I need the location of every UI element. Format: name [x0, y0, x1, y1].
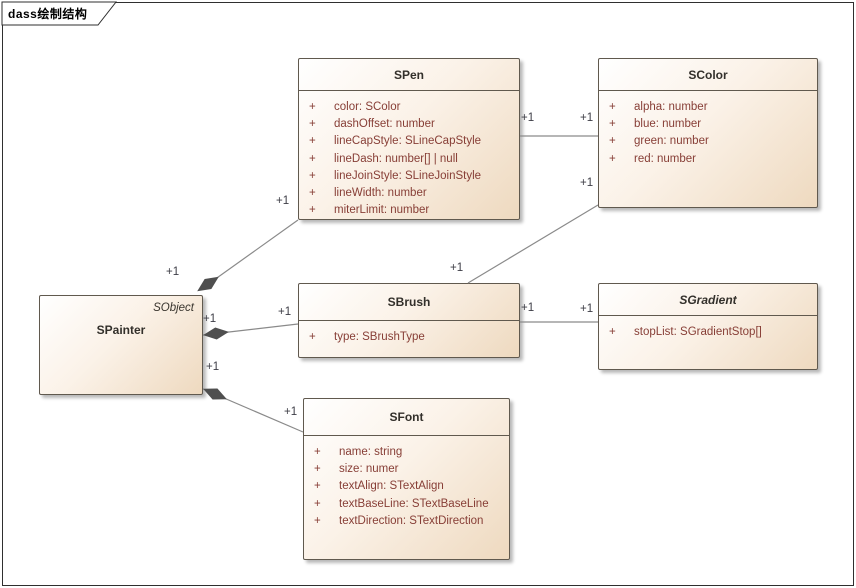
attribute-text: lineJoinStyle: SLineJoinStyle: [334, 169, 482, 182]
attribute-text: name: string: [339, 445, 403, 458]
stereotype-label: SObject: [153, 302, 194, 314]
attribute-row: + lineDash: number[] | null: [299, 150, 519, 167]
visibility-marker: +: [314, 514, 321, 527]
multiplicity-label[interactable]: +1: [521, 112, 535, 124]
attribute-text: textBaseLine: STextBaseLine: [339, 497, 489, 510]
attribute-text: dashOffset: number: [334, 117, 435, 130]
visibility-marker: +: [309, 330, 316, 343]
class-box-spainter[interactable]: SObject SPainter: [39, 295, 203, 395]
multiplicity-label[interactable]: +1: [276, 195, 290, 207]
attribute-text: textAlign: STextAlign: [339, 480, 444, 493]
visibility-marker: +: [309, 135, 316, 148]
attribute-row: + lineJoinStyle: SLineJoinStyle: [299, 167, 519, 184]
frame-tab: [1, 1, 118, 26]
visibility-marker: +: [309, 100, 316, 113]
multiplicity-label[interactable]: +1: [580, 177, 594, 189]
attribute-row: + type: SBrushType: [299, 328, 519, 345]
attribute-row: + alpha: number: [599, 98, 817, 115]
attribute-compartment: + stopList: SGradientStop[]: [599, 316, 817, 340]
visibility-marker: +: [309, 204, 316, 217]
attribute-compartment: + color: SColor + dashOffset: number + line…: [299, 91, 519, 219]
attribute-row: + size: numer: [304, 460, 509, 477]
attribute-text: lineDash: number[] | null: [334, 152, 458, 165]
attribute-row: + stopList: SGradientStop[]: [599, 323, 817, 340]
multiplicity-label[interactable]: +1: [521, 302, 535, 314]
visibility-marker: +: [609, 152, 616, 165]
attribute-row: + textBaseLine: STextBaseLine: [304, 495, 509, 512]
class-name: SBrush: [299, 284, 519, 321]
attribute-row: + miterLimit: number: [299, 202, 519, 219]
attribute-text: stopList: SGradientStop[]: [634, 325, 762, 338]
attribute-compartment: + alpha: number + blue: number + green: num…: [599, 91, 817, 167]
multiplicity-label[interactable]: +1: [284, 406, 298, 418]
attribute-row: + color: SColor: [299, 98, 519, 115]
attribute-text: color: SColor: [334, 100, 401, 113]
visibility-marker: +: [314, 497, 321, 510]
attribute-text: type: SBrushType: [334, 330, 425, 343]
class-box-sfont[interactable]: SFont + name: string + size: numer + textAl…: [303, 398, 510, 560]
multiplicity-label[interactable]: +1: [580, 303, 594, 315]
visibility-marker: +: [314, 445, 321, 458]
attribute-row: + lineCapStyle: SLineCapStyle: [299, 133, 519, 150]
attribute-row: + dashOffset: number: [299, 115, 519, 132]
visibility-marker: +: [309, 169, 316, 182]
attribute-text: miterLimit: number: [334, 204, 430, 217]
composition-diamond[interactable]: [201, 383, 230, 405]
attribute-row: + blue: number: [599, 115, 817, 132]
visibility-marker: +: [309, 152, 316, 165]
class-name: SGradient: [599, 284, 817, 316]
visibility-marker: +: [609, 117, 616, 130]
attribute-text: red: number: [634, 152, 697, 165]
attribute-text: green: number: [634, 135, 709, 148]
class-box-sgradient[interactable]: SGradient + stopList: SGradientStop[]: [598, 283, 818, 370]
multiplicity-label[interactable]: +1: [580, 112, 594, 124]
class-name: SFont: [304, 399, 509, 436]
class-box-spen[interactable]: SPen + color: SColor + dashOffset: number …: [298, 58, 520, 220]
attribute-row: + textAlign: STextAlign: [304, 478, 509, 495]
attribute-row: + green: number: [599, 133, 817, 150]
attribute-compartment: + type: SBrushType: [299, 321, 519, 345]
frame-tab-shape: [1, 1, 118, 26]
attribute-row: + lineWidth: number: [299, 184, 519, 201]
attribute-text: lineWidth: number: [334, 187, 427, 200]
class-name: SColor: [599, 59, 817, 91]
multiplicity-label[interactable]: +1: [166, 266, 180, 278]
class-box-sbrush[interactable]: SBrush + type: SBrushType: [298, 283, 520, 358]
visibility-marker: +: [309, 117, 316, 130]
attribute-text: size: numer: [339, 462, 399, 475]
visibility-marker: +: [609, 325, 616, 338]
diagram-title: dass绘制结构: [8, 7, 88, 21]
visibility-marker: +: [314, 480, 321, 493]
class-name: SPainter: [96, 323, 146, 337]
attribute-row: + red: number: [599, 150, 817, 167]
class-box-scolor[interactable]: SColor + alpha: number + blue: number + gre…: [598, 58, 818, 208]
attribute-row: + textDirection: STextDirection: [304, 512, 509, 529]
attribute-row: + name: string: [304, 443, 509, 460]
composition-diamond[interactable]: [194, 272, 222, 296]
visibility-marker: +: [609, 100, 616, 113]
multiplicity-label[interactable]: +1: [203, 313, 217, 325]
multiplicity-label[interactable]: +1: [278, 306, 292, 318]
visibility-marker: +: [309, 187, 316, 200]
multiplicity-label[interactable]: +1: [450, 262, 464, 274]
visibility-marker: +: [609, 135, 616, 148]
multiplicity-label[interactable]: +1: [206, 361, 220, 373]
attribute-text: alpha: number: [634, 100, 708, 113]
composition-diamond[interactable]: [202, 326, 229, 341]
attribute-text: blue: number: [634, 117, 702, 130]
attribute-text: lineCapStyle: SLineCapStyle: [334, 135, 482, 148]
class-name: SPen: [299, 59, 519, 91]
association-sbrush-scolor[interactable]: [467, 204, 599, 284]
attribute-compartment: + name: string + size: numer + textAlign: S…: [304, 436, 509, 529]
visibility-marker: +: [314, 462, 321, 475]
attribute-text: textDirection: STextDirection: [339, 514, 484, 527]
